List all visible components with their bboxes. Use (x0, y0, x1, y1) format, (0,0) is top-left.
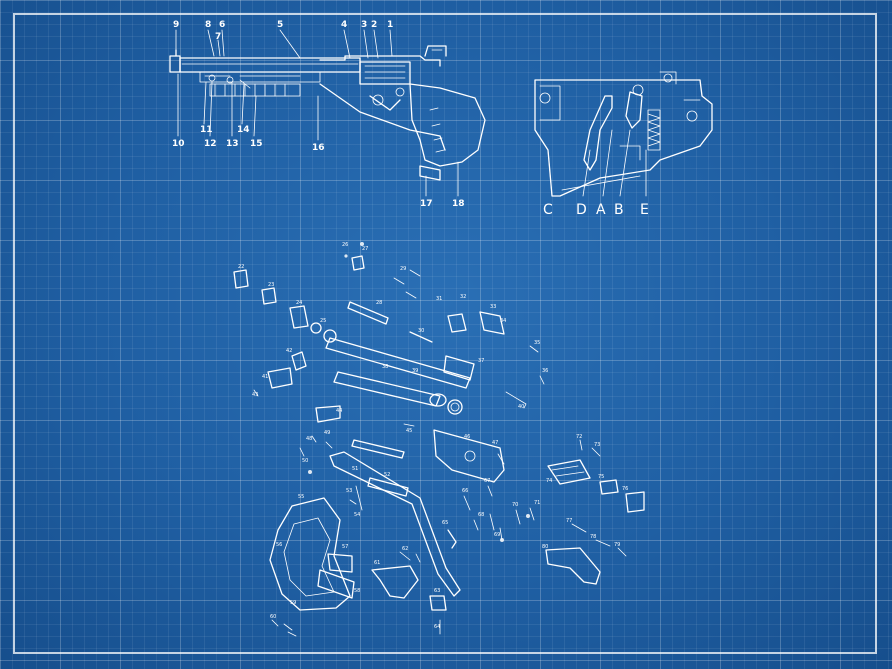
part-label: 54 (354, 512, 360, 518)
part-label: 36 (542, 368, 548, 374)
callout-14: 14 (237, 125, 250, 135)
part-label: 76 (622, 486, 628, 492)
part-label: 27 (362, 246, 368, 252)
side-view-assembly (169, 29, 486, 197)
part-label: 34 (500, 318, 506, 324)
part-label: 40 (518, 404, 524, 410)
part-label: 41 (262, 374, 268, 380)
part-label: 26 (342, 242, 348, 248)
part-label: 49 (324, 430, 330, 436)
trigger-view-callouts: C D A B E (543, 202, 649, 218)
part-label: 59 (290, 600, 296, 606)
part-label: 22 (238, 264, 244, 270)
exploded-parts-view (233, 242, 645, 637)
part-label: 29 (400, 266, 406, 272)
part-label: 71 (534, 500, 540, 506)
part-label: 52 (384, 472, 390, 478)
part-label: 31 (436, 296, 442, 302)
part-label: 58 (354, 588, 360, 594)
part-label: 37 (478, 358, 484, 364)
part-label: 67 (484, 478, 490, 484)
part-label: 73 (594, 442, 600, 448)
part-label: 32 (460, 294, 466, 300)
part-label: 47 (492, 440, 498, 446)
callout-12: 12 (204, 139, 217, 149)
part-label: 51 (352, 466, 358, 472)
part-label: 63 (434, 588, 440, 594)
part-label: 77 (566, 518, 572, 524)
side-view-bottom-callouts: 10 11 12 13 14 15 16 17 18 (172, 125, 465, 209)
part-label: 25 (320, 318, 326, 324)
part-label: 45 (406, 428, 412, 434)
part-label: 33 (490, 304, 496, 310)
callout-5: 5 (277, 20, 283, 30)
part-label: 28 (376, 300, 382, 306)
sheet-border (13, 13, 877, 654)
part-label: 75 (598, 474, 604, 480)
part-label: 60 (270, 614, 276, 620)
part-label: 80 (542, 544, 548, 550)
part-label: 62 (402, 546, 408, 552)
callout-e: E (640, 202, 649, 218)
part-label: 50 (302, 458, 308, 464)
part-label: 38 (382, 364, 388, 370)
part-label: 74 (546, 478, 552, 484)
callout-2: 2 (371, 20, 377, 30)
part-label: 68 (478, 512, 484, 518)
callout-10: 10 (172, 139, 185, 149)
callout-8: 8 (205, 20, 211, 30)
callout-6: 6 (219, 20, 225, 30)
part-label: 61 (374, 560, 380, 566)
part-label: 39 (412, 368, 418, 374)
part-label: 53 (346, 488, 352, 494)
part-label: 42 (286, 348, 292, 354)
callout-15: 15 (250, 139, 263, 149)
exploded-view-part-numbers: 22 23 24 25 26 27 28 29 30 31 32 33 34 3… (238, 242, 628, 630)
part-label: 69 (494, 532, 500, 538)
part-label: 72 (576, 434, 582, 440)
part-label: 23 (268, 282, 274, 288)
part-label: 79 (614, 542, 620, 548)
part-label: 78 (590, 534, 596, 540)
part-label: 56 (276, 542, 282, 548)
part-label: 35 (534, 340, 540, 346)
part-label: 70 (512, 502, 518, 508)
side-view-top-callouts: 9 8 6 7 5 4 3 2 1 (173, 20, 393, 42)
part-label: 48 (306, 436, 312, 442)
part-label: 46 (464, 434, 470, 440)
part-label: 30 (418, 328, 424, 334)
callout-17: 17 (420, 199, 433, 209)
callout-d: D (576, 202, 587, 218)
part-label: 64 (434, 624, 440, 630)
part-label: 65 (442, 520, 448, 526)
part-label: 66 (462, 488, 468, 494)
trigger-mechanism-detail (534, 71, 713, 197)
part-label: 24 (296, 300, 302, 306)
part-label: 44 (336, 408, 342, 414)
callout-7: 7 (215, 32, 221, 42)
part-label: 55 (298, 494, 304, 500)
part-label: 43 (252, 392, 258, 398)
callout-16: 16 (312, 143, 325, 153)
callout-18: 18 (452, 199, 465, 209)
callout-3: 3 (361, 20, 367, 30)
part-label: 57 (342, 544, 348, 550)
callout-4: 4 (341, 20, 347, 30)
callout-13: 13 (226, 139, 239, 149)
callout-c: C (543, 202, 553, 218)
callout-9: 9 (173, 20, 179, 30)
callout-b: B (614, 202, 624, 218)
callout-11: 11 (200, 125, 213, 135)
callout-a: A (596, 202, 606, 218)
callout-1: 1 (387, 20, 393, 30)
